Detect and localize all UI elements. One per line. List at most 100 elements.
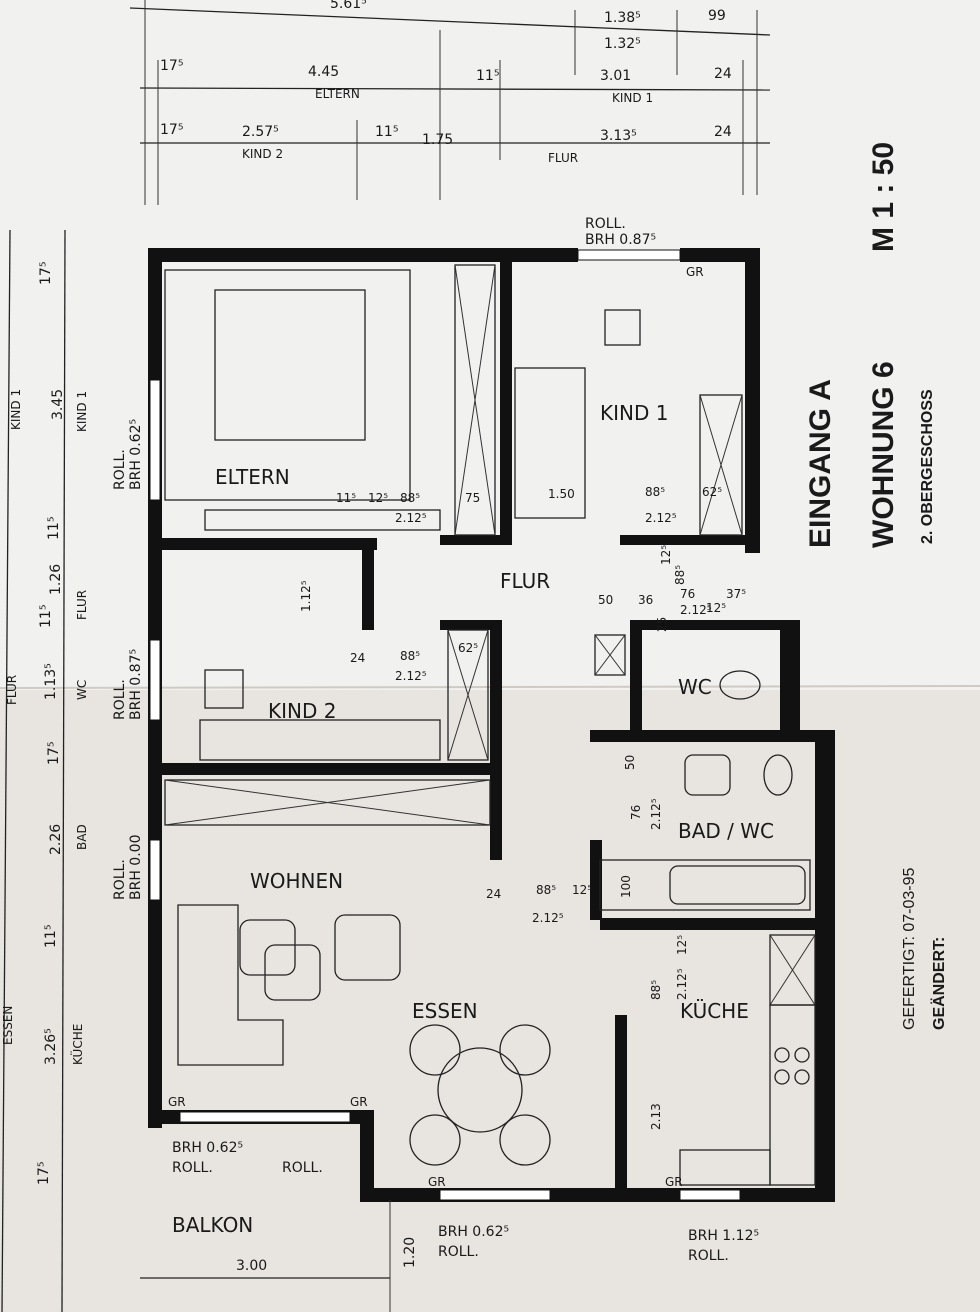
door-dim: 25 [655,617,669,632]
dim-top: 17⁵ [160,122,183,138]
title-block: EINGANG A WOHNUNG 6 2. OBERGESCHOSS M 1 … [804,142,948,1030]
dim-left-label: ESSEN [1,1006,15,1045]
dim-left: 17⁵ [38,262,54,285]
dim-bottom: 3.00 [236,1258,267,1274]
toilet [763,754,793,796]
door-dim: 88⁵ [645,485,665,499]
dim-top: 99 [708,8,726,24]
door-dim: 2.12⁵ [675,968,689,1000]
room-label-kind2: KIND 2 [268,699,336,723]
gr-label: GR [686,265,704,279]
wardrobe-kind2 [447,629,489,761]
gr-label: GR [350,1095,368,1109]
left-dimensions: 17⁵ 3.45 KIND 1 11⁵ 1.26 FLUR 11⁵ 1.13⁵ … [1,262,89,1185]
created-date: GEFERTIGT: 07-03-95 [901,867,918,1030]
room-label-wc: WC [678,675,712,699]
door-dim: 2.12⁵ [532,911,564,925]
dim-top: 24 [714,124,732,140]
dim-left-label: KÜCHE [69,1024,85,1065]
dim-top: 2.57⁵ [242,124,279,140]
window-label: ROLL. [438,1244,479,1260]
dim-left-label: KIND 1 [9,389,23,430]
window-label: BRH 0.62⁵ [172,1140,243,1156]
door-dim: 37⁵ [726,587,746,601]
dim-top: 1.32⁵ [604,36,641,52]
dim-top: 1.75 [422,132,453,148]
door-dim: 12⁵ [659,545,673,565]
door-dim: 2.12⁵ [680,603,712,617]
window-label: BRH 1.12⁵ [688,1228,759,1244]
dim-left: 11⁵ [38,605,54,628]
top-dimension-lines [129,0,771,205]
gr-label: GR [428,1175,446,1189]
door-dim: 12⁵ [572,883,592,897]
dim-top-label: FLUR [548,151,578,165]
window-label: BRH 0.62⁵ [128,419,144,490]
door-dim: 75 [465,491,480,505]
gr-label: GR [168,1095,186,1109]
dim-top: 24 [714,66,732,82]
door-dimensions: 11⁵ 12⁵ 88⁵ 2.12⁵ 75 1.50 88⁵ 2.12⁵ 62⁵ … [299,485,746,1130]
door-dim: 24 [486,887,501,901]
sofa [177,904,284,1066]
dim-top-label: KIND 1 [612,91,653,105]
window-label: ROLL. [112,449,128,490]
dim-top: 1.38⁵ [604,10,641,26]
dim-top-label: ELTERN [315,87,360,101]
window-labels: ROLL. BRH 0.87⁵ ROLL. BRH 0.62⁵ ROLL. BR… [112,216,759,1264]
entrance-title: EINGANG A [804,379,837,548]
dim-top: 4.45 [308,64,339,80]
door-dim: 76 [629,805,643,820]
window-label: BRH 0.87⁵ [585,232,656,248]
dim-top: 17⁵ [160,58,183,74]
changed-label: GEÄNDERT: [930,937,948,1030]
door-dim: 2.12⁵ [395,511,427,525]
window-label: ROLL. [688,1248,729,1264]
gr-label: GR [665,1175,683,1189]
dim-top: 11⁵ [476,68,499,84]
kitchen-counter [769,1004,816,1186]
door-dim: 2.12⁵ [395,669,427,683]
furniture [164,264,816,1186]
windows [149,249,741,1201]
door-dim: 88⁵ [400,491,420,505]
dim-left: 17⁵ [36,1162,52,1185]
dim-top: 3.13⁵ [600,128,637,144]
window-label: ROLL. [112,859,128,900]
window-label: ROLL. [585,216,626,232]
door-dim: 1.12⁵ [299,580,313,612]
dim-left-label: FLUR [5,675,19,705]
wall-cabinet-wohnen [164,779,491,826]
door-dim: 50 [598,593,613,607]
door-dim: 88⁵ [536,883,556,897]
room-label-eltern: ELTERN [215,465,290,489]
dim-left-label: WC [75,680,89,700]
dim-left: 17⁵ [46,742,62,765]
door-dim: 36 [638,593,653,607]
dim-left: 11⁵ [43,925,59,948]
door-dim: 62⁵ [702,485,722,499]
door-dim: 100 [619,875,633,898]
dim-top-total: 5.61⁵ [330,0,367,12]
door-dim: 24 [350,651,365,665]
door-dim: 12⁵ [706,601,726,615]
dim-left-label: KIND 1 [75,391,89,432]
door-dim: 88⁵ [400,649,420,663]
room-label-bad: BAD / WC [678,819,774,843]
door-dim: 88⁵ [673,565,687,585]
dim-left: 2.26 [48,824,64,855]
wardrobe-kind1 [699,394,743,536]
bottom-dimensions: 3.00 1.20 [140,1200,418,1312]
door-dim: 2.13 [649,1103,663,1130]
door-dim: 2.12⁵ [645,511,677,525]
window-label: ROLL. [112,679,128,720]
toilet-wc [719,670,761,700]
room-label-balkon: BALKON [172,1213,253,1237]
room-label-essen: ESSEN [412,999,478,1023]
wardrobe-eltern [454,264,496,536]
dim-bottom: 1.20 [402,1237,418,1268]
window-label: BRH 0.62⁵ [438,1224,509,1240]
dim-left-label: FLUR [75,590,89,620]
door-dim: 1.50 [548,487,575,501]
